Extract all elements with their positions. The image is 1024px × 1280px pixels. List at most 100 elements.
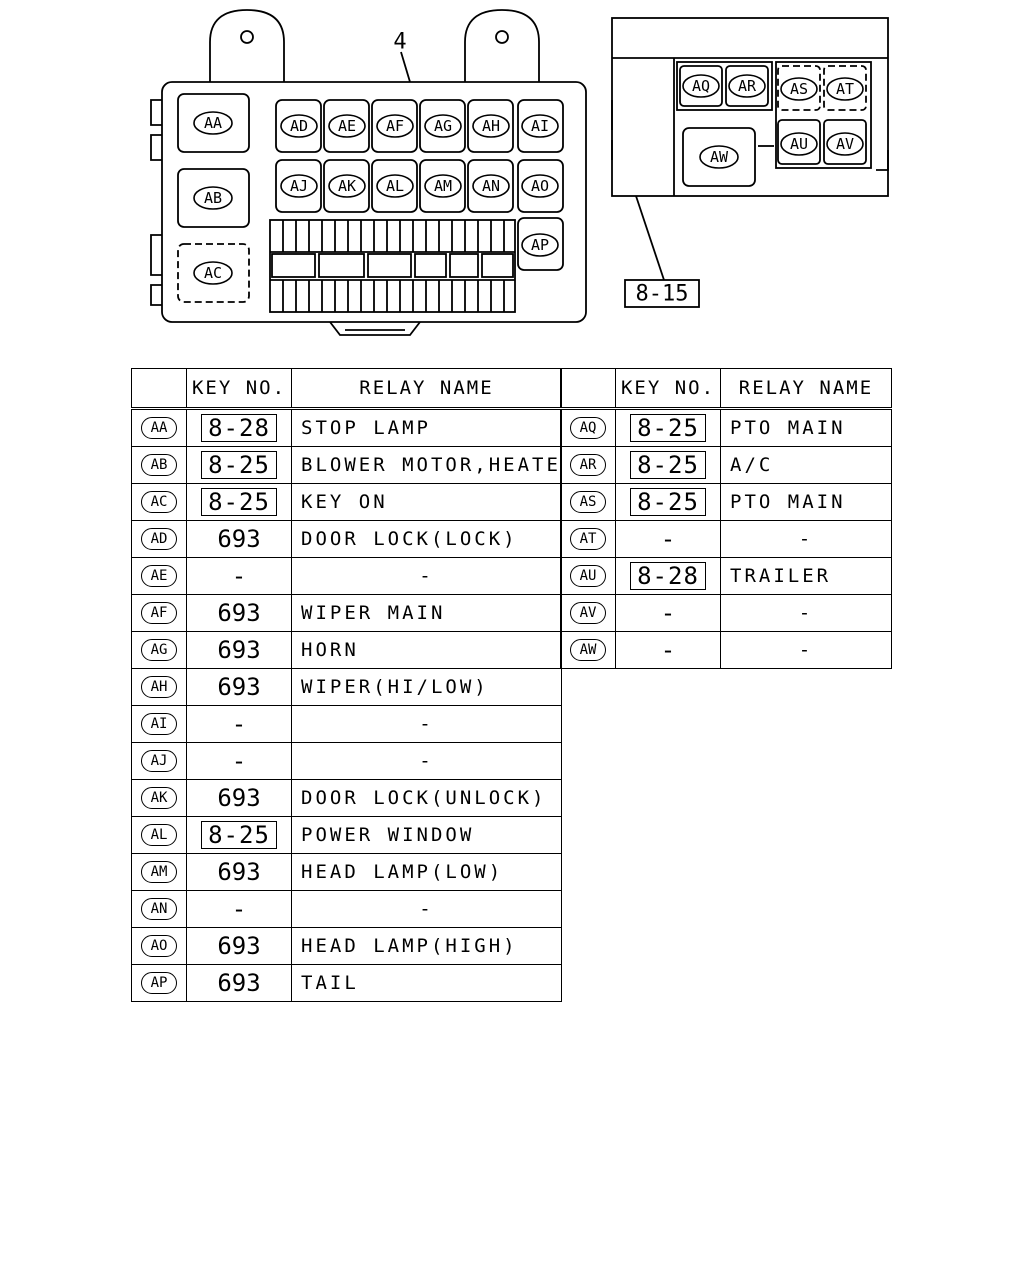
key-no-value: 8-25 <box>630 414 706 442</box>
relay-id-badge: AI <box>141 713 177 735</box>
key-no-value: - <box>231 710 247 738</box>
relay-name-cell: - <box>720 594 892 632</box>
key-no-cell: - <box>186 890 292 928</box>
key-no-value: - <box>231 895 247 923</box>
key-no-value: 8-28 <box>201 414 277 442</box>
relay-id-badge: AT <box>570 528 606 550</box>
key-no-value: 693 <box>217 932 261 960</box>
relay-id-cell: AU <box>560 557 616 595</box>
relay-label: AE <box>338 117 356 135</box>
relay-id-badge: AU <box>570 565 606 587</box>
relay-label: AQ <box>692 77 710 95</box>
header-blank <box>131 368 187 410</box>
relay-id-badge: AQ <box>570 417 606 439</box>
key-no-cell: 8-28 <box>615 557 721 595</box>
relay-name-cell: HEAD LAMP(LOW) <box>291 853 562 891</box>
table-row: AP 693 TAIL <box>131 964 562 1002</box>
relay-id-badge: AC <box>141 491 177 513</box>
callout-key-label: 8-15 <box>636 282 689 307</box>
relay-id-badge: AR <box>570 454 606 476</box>
relay-id-cell: AK <box>131 779 187 817</box>
relay-label: AO <box>531 177 549 195</box>
relay-id-cell: AV <box>560 594 616 632</box>
relay-label: AL <box>386 177 404 195</box>
relay-name-cell: A/C <box>720 446 892 484</box>
relay-name-cell: WIPER MAIN <box>291 594 562 632</box>
key-no-cell: - <box>186 557 292 595</box>
key-no-value: - <box>660 525 676 553</box>
relay-id-badge: AS <box>570 491 606 513</box>
key-no-cell: 693 <box>186 631 292 669</box>
relay-id-badge: AF <box>141 602 177 624</box>
key-no-cell: 8-25 <box>615 446 721 484</box>
relay-label: AM <box>434 177 452 195</box>
key-no-cell: - <box>186 705 292 743</box>
key-no-cell: - <box>186 742 292 780</box>
table-row: AT-- <box>560 520 892 558</box>
relay-id-badge: AV <box>570 602 606 624</box>
relay-name-cell: TRAILER <box>720 557 892 595</box>
table-row: AF 693 WIPER MAIN <box>131 594 562 632</box>
relay-id-cell: AC <box>131 483 187 521</box>
relay-label: AT <box>836 80 854 98</box>
relay-name-cell: PTO MAIN <box>720 483 892 521</box>
relay-label: AJ <box>290 177 308 195</box>
part-number-label: 4 <box>393 30 406 55</box>
relay-name-cell: HEAD LAMP(HIGH) <box>291 927 562 965</box>
relay-id-badge: AN <box>141 898 177 920</box>
table-row: AU 8-28 TRAILER <box>560 557 892 595</box>
table-row: AE-- <box>131 557 562 595</box>
relay-name-cell: DOOR LOCK(LOCK) <box>291 520 562 558</box>
key-no-cell: - <box>615 631 721 669</box>
key-no-value: 693 <box>217 525 261 553</box>
key-no-value: 693 <box>217 599 261 627</box>
relay-id-badge: AK <box>141 787 177 809</box>
relay-label: AF <box>386 117 404 135</box>
key-no-value: 8-25 <box>201 488 277 516</box>
table-row: AV-- <box>560 594 892 632</box>
key-no-value: 693 <box>217 636 261 664</box>
relay-id-badge: AA <box>141 417 177 439</box>
relay-name-cell: - <box>291 705 562 743</box>
relay-label: AK <box>338 177 356 195</box>
relay-id-badge: AO <box>141 935 177 957</box>
relay-id-badge: AD <box>141 528 177 550</box>
key-no-cell: 8-25 <box>186 816 292 854</box>
relay-name-cell: DOOR LOCK(UNLOCK) <box>291 779 562 817</box>
table-row: AO 693 HEAD LAMP(HIGH) <box>131 927 562 965</box>
relay-name-cell: BLOWER MOTOR,HEATER <box>291 446 562 484</box>
relay-id-cell: AJ <box>131 742 187 780</box>
relay-name-cell: - <box>291 890 562 928</box>
relay-name-cell: KEY ON <box>291 483 562 521</box>
relay-name-cell: TAIL <box>291 964 562 1002</box>
key-no-value: 8-28 <box>630 562 706 590</box>
relay-id-cell: AT <box>560 520 616 558</box>
header-relay-name: RELAY NAME <box>291 368 562 410</box>
relay-id-badge: AE <box>141 565 177 587</box>
relay-name-cell: - <box>291 742 562 780</box>
key-no-cell: 693 <box>186 964 292 1002</box>
key-no-value: 693 <box>217 969 261 997</box>
relay-id-cell: AP <box>131 964 187 1002</box>
relay-id-cell: AR <box>560 446 616 484</box>
relay-label: AS <box>790 80 808 98</box>
key-no-value: 8-25 <box>201 451 277 479</box>
table-row: AC 8-25 KEY ON <box>131 483 562 521</box>
relay-box-diagram: AA AB AC AD AE AF AG AH AI AJ AK AL AM A… <box>150 9 889 336</box>
header-key-no: KEY NO. <box>615 368 721 410</box>
relay-id-cell: AL <box>131 816 187 854</box>
relay-id-cell: AA <box>131 408 187 447</box>
relay-label: AN <box>482 177 500 195</box>
key-no-cell: 693 <box>186 779 292 817</box>
key-no-value: 693 <box>217 673 261 701</box>
key-no-value: - <box>231 747 247 775</box>
relay-name-cell: HORN <box>291 631 562 669</box>
